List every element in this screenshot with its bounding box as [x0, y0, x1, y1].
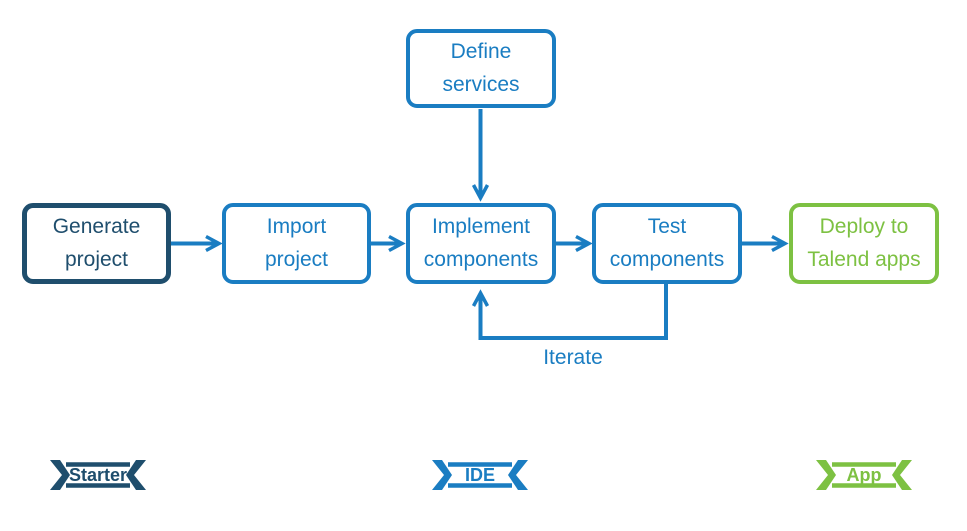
node-define-services-label: Define services	[442, 39, 520, 96]
node-import-project: Import project	[222, 203, 371, 284]
node-deploy-talend-apps-label: Deploy to Talend apps	[807, 214, 921, 271]
ribbon-starter: Starter	[50, 460, 146, 490]
ribbon-right-chevron	[508, 460, 528, 490]
ribbon-left-chevron	[50, 460, 70, 490]
ribbon-right-chevron	[892, 460, 912, 490]
iterate-edge-label: Iterate	[543, 346, 603, 369]
node-generate-project: Generate project	[22, 203, 171, 284]
node-deploy-talend-apps: Deploy to Talend apps	[789, 203, 939, 284]
iterate-loop-arrow	[471, 283, 668, 340]
ribbon-ide-label: IDE	[465, 465, 495, 485]
ribbon-app-label: App	[847, 465, 882, 485]
node-generate-project-label: Generate project	[52, 214, 141, 271]
ribbon-ide: IDE	[432, 460, 528, 490]
ribbon-right-chevron	[126, 460, 146, 490]
ribbon-left-chevron	[816, 460, 836, 490]
ribbon-starter-label: Starter	[69, 465, 127, 485]
node-implement-components: Implement components	[406, 203, 556, 284]
ribbon-left-chevron	[432, 460, 452, 490]
node-define-services: Define services	[406, 29, 556, 108]
node-implement-components-label: Implement components	[423, 214, 539, 271]
node-test-components-label: Test components	[609, 214, 725, 271]
ribbon-app: App	[816, 460, 912, 490]
node-import-project-label: Import project	[264, 214, 329, 271]
node-test-components: Test components	[592, 203, 742, 284]
